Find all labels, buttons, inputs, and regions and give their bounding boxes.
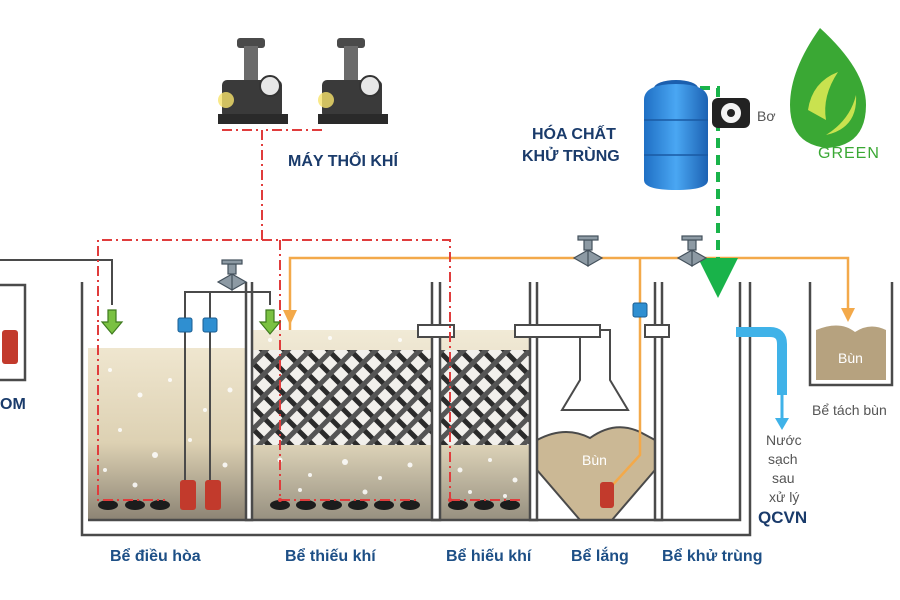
- air-line-anoxic: [262, 239, 451, 500]
- aerobic-tank-label: Bể hiếu khí: [446, 548, 532, 565]
- chemical-dosing-line: [698, 86, 738, 298]
- clean-water-label-2: sạch: [768, 451, 798, 467]
- sludge-tank-label: Bể tách bùn: [812, 402, 887, 418]
- air-header: [97, 129, 263, 325]
- left-tank-partial-label: OM: [0, 396, 26, 413]
- anoxic-tank-label: Bể thiếu khí: [285, 548, 376, 565]
- submersible-pump-icon: [2, 330, 614, 510]
- air-bubbles: [103, 336, 518, 498]
- clean-water-arrowhead: [775, 418, 789, 430]
- water-arrow: [283, 310, 297, 325]
- logo-text: GREEN: [818, 145, 880, 162]
- pump-partial-label: Bơ: [757, 108, 776, 124]
- pipe-connector: [514, 324, 601, 338]
- settling-sludge-label: Bùn: [582, 452, 607, 468]
- chemical-label-line2: KHỬ TRÙNG: [522, 148, 620, 165]
- settling-tank-label: Bể lắng: [571, 548, 629, 565]
- air-inlet-arrow: [258, 309, 282, 335]
- equalization-water: [88, 348, 246, 520]
- chemical-tank-icon: [644, 80, 708, 190]
- valve-icon: [676, 235, 708, 268]
- sludge-fill: [816, 325, 886, 380]
- sludge-return-line: [607, 258, 642, 491]
- air-inlet-arrow: [100, 309, 124, 335]
- equalization-tank-label: Bể điều hòa: [110, 548, 201, 565]
- air-blower-icon: [218, 38, 288, 124]
- left-partial-tank: [0, 283, 27, 382]
- chemical-label-line1: HÓA CHẤT: [532, 126, 616, 143]
- sludge-tank-outline: [808, 282, 894, 387]
- water-arrow: [841, 308, 855, 322]
- settling-hopper: [536, 426, 656, 521]
- anoxic-divider: [430, 282, 442, 522]
- settling-baffle: [560, 329, 630, 411]
- equalization-pipe: [184, 291, 271, 500]
- clean-water-label-1: Nước: [766, 432, 802, 448]
- valve-icon: [572, 235, 604, 268]
- pipe-connector: [417, 324, 455, 338]
- return-water-line: [288, 256, 850, 330]
- aerobic-media: [440, 350, 530, 445]
- pipe-connector: [644, 324, 670, 338]
- inlet-pipe: [0, 259, 113, 305]
- settling-divider: [653, 282, 664, 522]
- equalization-divider: [244, 282, 254, 522]
- air-diffuser-icon: [98, 500, 520, 510]
- valve-icon: [177, 302, 648, 333]
- aerobic-divider: [528, 282, 539, 522]
- disinfection-tank-label: Bể khử trùng: [662, 548, 763, 565]
- anoxic-media: [252, 350, 432, 445]
- standard-label: QCVN: [758, 508, 808, 527]
- inner-floor: [88, 282, 742, 522]
- air-blower-icon: [318, 38, 388, 124]
- dosing-pump-icon: [712, 98, 750, 128]
- green-leaf-logo-icon: [790, 28, 866, 148]
- clean-water-label-4: xử lý: [769, 489, 800, 505]
- tank-shell: [80, 282, 752, 537]
- blower-label: MÁY THỔI KHÍ: [288, 153, 398, 170]
- valve-icon: [216, 259, 248, 292]
- clean-water-label-3: sau: [772, 470, 795, 486]
- air-line-equalization: [97, 325, 165, 501]
- clean-water-outlet: [736, 327, 787, 395]
- sludge-tank-mud-label: Bùn: [838, 350, 863, 366]
- diffuser-joint: [278, 498, 452, 502]
